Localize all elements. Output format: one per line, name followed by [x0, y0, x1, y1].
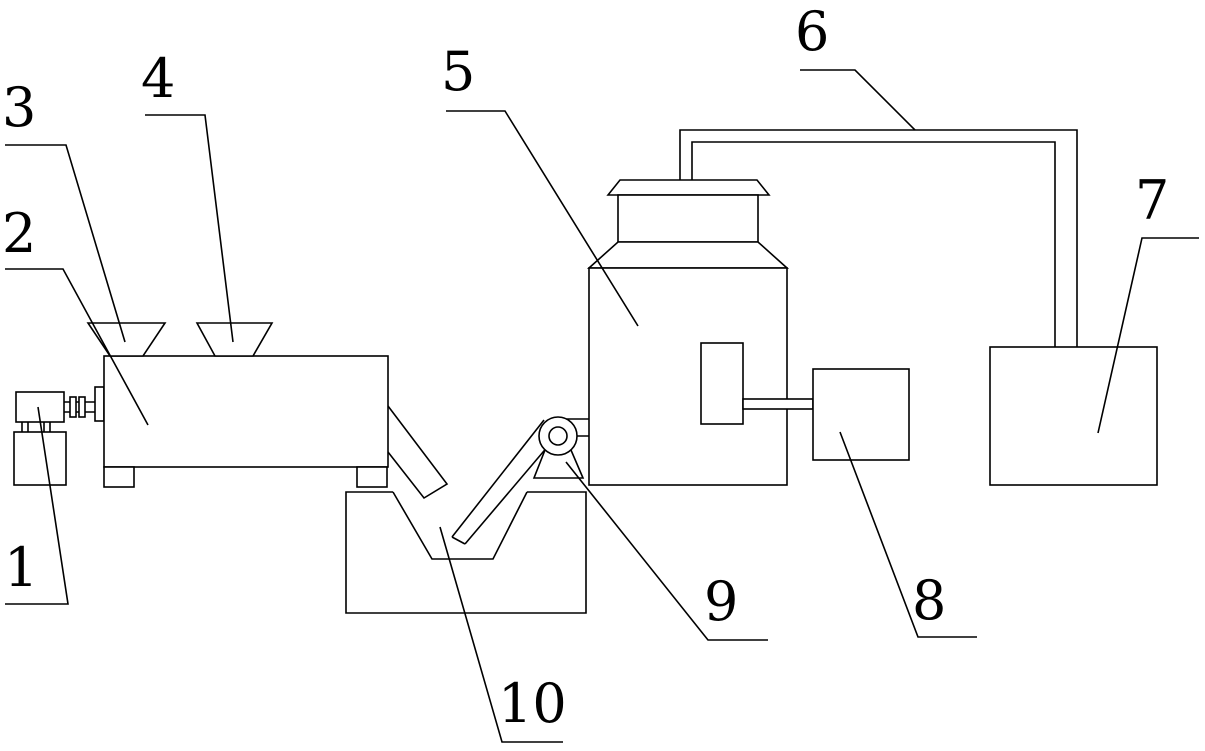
leader-10	[439, 526, 563, 743]
mixer-body	[103, 355, 449, 500]
label-1: 1	[4, 536, 38, 599]
leader-7	[1097, 237, 1199, 434]
feed-hopper-3	[86, 322, 167, 357]
leader-1	[5, 406, 69, 605]
leader-6	[800, 69, 916, 131]
label-6: 6	[795, 0, 829, 63]
label-2: 2	[2, 202, 36, 265]
label-4: 4	[141, 47, 175, 110]
leader-lines	[5, 69, 1199, 743]
label-8: 8	[912, 569, 946, 632]
feed-hopper-4	[195, 322, 274, 357]
reactor-vessel	[586, 179, 814, 486]
collecting-tank	[345, 491, 587, 614]
leader-8	[839, 431, 977, 638]
label-10: 10	[498, 672, 567, 735]
label-3: 3	[2, 76, 36, 139]
leader-9	[565, 461, 768, 641]
part-labels: 1 2 3 4 5 6 7 8 9 10	[2, 0, 1169, 735]
leader-3	[5, 144, 126, 343]
receiving-unit	[989, 346, 1158, 486]
label-9: 9	[704, 570, 738, 633]
label-5: 5	[441, 40, 475, 103]
connecting-pipe	[679, 129, 1078, 347]
label-7: 7	[1135, 169, 1169, 232]
leader-2	[5, 268, 149, 426]
control-box	[812, 368, 910, 461]
leader-5	[446, 110, 639, 327]
motor-unit	[13, 386, 105, 486]
leader-4	[145, 114, 234, 343]
